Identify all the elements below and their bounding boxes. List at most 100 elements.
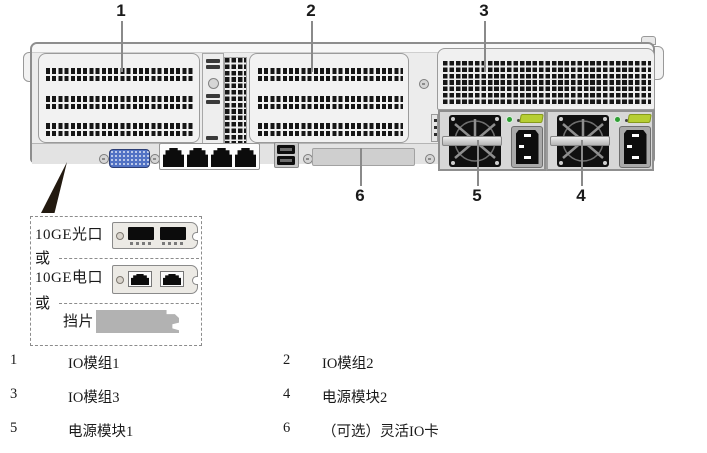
blank-filler-plate (96, 310, 179, 333)
legend-num: 4 (283, 386, 291, 402)
rj45-port (235, 148, 256, 167)
leader-line (484, 21, 486, 72)
dot (517, 119, 520, 122)
label-mark (206, 65, 220, 69)
leader-line (360, 148, 362, 186)
io-module-2 (249, 53, 409, 143)
io-module-3 (437, 48, 655, 110)
legend-num: 1 (10, 352, 18, 368)
flexible-io-card-slot (312, 148, 415, 166)
legend-num: 3 (10, 386, 18, 402)
vent-strip (258, 123, 403, 136)
psu-handle (550, 136, 610, 146)
legend-label: IO模组3 (68, 390, 120, 406)
power-supply-2 (546, 110, 654, 171)
vent-strip (258, 96, 403, 109)
legend-label: （可选）灵活IO卡 (322, 424, 439, 440)
vga-port (109, 149, 150, 168)
chassis-top-band (32, 44, 653, 53)
server-chassis (30, 42, 655, 171)
callout-number-4: 4 (576, 186, 586, 205)
rj45-port (187, 148, 208, 167)
power-supply-1 (438, 110, 546, 171)
rj45-port (163, 148, 184, 167)
leader-line (477, 140, 479, 186)
leader-line (311, 21, 313, 72)
sfp-card (112, 222, 198, 249)
psu-handle (442, 136, 502, 146)
usb-ports (274, 142, 299, 168)
leader-line (121, 21, 123, 72)
usb-port (277, 145, 295, 154)
label-mark (206, 100, 220, 104)
callout-number-3: 3 (479, 1, 489, 20)
legend-label: 电源模块2 (322, 390, 388, 406)
rj45-port (128, 271, 152, 287)
screw (419, 79, 429, 89)
screw (116, 275, 124, 284)
option-label-blank: 挡片 (63, 314, 95, 330)
screw (425, 154, 435, 164)
rj45-card (112, 265, 198, 294)
power-inlet (511, 126, 543, 168)
label-mark (206, 94, 220, 98)
sfp-port (128, 227, 154, 240)
dot (433, 126, 437, 129)
power-socket-icon (515, 130, 539, 164)
port-options-callout-box: 10GE光口 或 10GE电口 或 挡片 (30, 216, 202, 346)
callout-number-2: 2 (306, 1, 316, 20)
vent-strip (46, 123, 193, 136)
callout-number-5: 5 (472, 186, 482, 205)
power-socket-icon (623, 130, 647, 164)
bracket-notch (192, 232, 198, 241)
sfp-port (160, 227, 186, 240)
vent-strip (258, 68, 403, 81)
vent-strip (46, 68, 193, 81)
uid-button (208, 78, 219, 89)
io-module-1 (38, 53, 200, 143)
legend-label: 电源模块1 (68, 424, 134, 440)
legend-num: 5 (10, 420, 18, 436)
psu-bay-strip (431, 114, 438, 142)
screw (99, 154, 109, 164)
leader-line (581, 140, 583, 186)
legend-label: IO模组2 (322, 356, 374, 372)
dot (433, 119, 437, 122)
legend-num: 2 (283, 352, 291, 368)
or-label: 或 (35, 251, 51, 267)
psu-latch (627, 114, 652, 123)
center-vent-column (224, 57, 247, 150)
psu-status-led (507, 117, 512, 122)
psu-status-led (615, 117, 620, 122)
vent-strip (46, 96, 193, 109)
pin-marks (130, 242, 152, 245)
label-mark (206, 136, 218, 140)
legend-row: 1 IO模组1 2 IO模组2 (0, 352, 707, 372)
bracket-notch (192, 276, 198, 285)
option-label-10ge-electrical: 10GE电口 (35, 270, 103, 286)
screw (116, 231, 124, 240)
callout-arrow (41, 162, 67, 213)
dot (433, 133, 437, 136)
legend-num: 6 (283, 420, 291, 436)
divider (59, 303, 199, 304)
vent-grid (443, 61, 651, 106)
dot (625, 119, 628, 122)
pin-marks (162, 242, 184, 245)
callout-number-6: 6 (355, 186, 365, 205)
label-mark (206, 59, 220, 63)
usb-port (277, 156, 295, 165)
option-label-10ge-optical: 10GE光口 (35, 227, 103, 243)
legend-label: IO模组1 (68, 356, 120, 372)
or-label: 或 (35, 296, 51, 312)
ethernet-port-panel (159, 143, 260, 170)
legend-row: 3 IO模组3 4 电源模块2 (0, 386, 707, 406)
callout-number-1: 1 (116, 1, 126, 20)
rj45-port (160, 271, 184, 287)
legend-row: 5 电源模块1 6 （可选）灵活IO卡 (0, 420, 707, 440)
divider (59, 258, 199, 259)
power-inlet (619, 126, 651, 168)
rj45-port (211, 148, 232, 167)
psu-latch (519, 114, 544, 123)
